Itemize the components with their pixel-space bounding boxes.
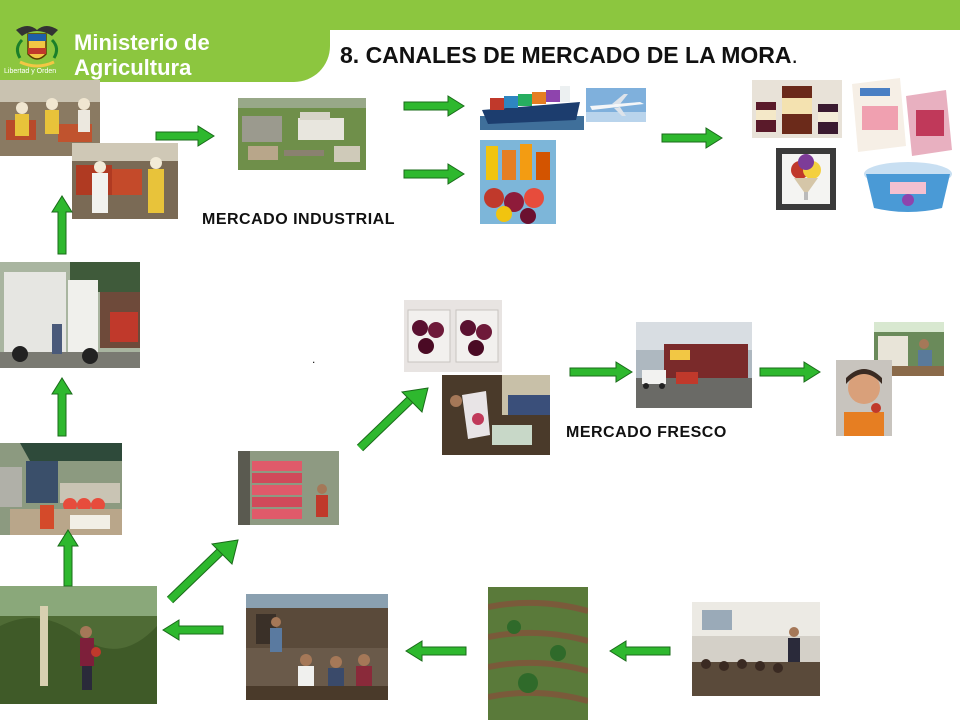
photo-training-class — [692, 602, 820, 696]
photo-hillside-farmer — [0, 586, 157, 704]
photo-farmer-meeting — [246, 594, 388, 700]
arrow-icon — [155, 125, 215, 147]
logo-caption: Libertad y Orden — [4, 68, 57, 75]
stray-mark: . — [312, 352, 316, 366]
photo-juices-jams — [480, 140, 556, 224]
photo-ice-cream — [776, 148, 836, 210]
page-title: 8. CANALES DE MERCADO DE LA MORA. — [340, 42, 798, 69]
photo-processing-line — [72, 143, 178, 219]
arrow-icon — [403, 95, 465, 117]
arrow-icon — [51, 377, 73, 437]
arrow-icon — [403, 163, 465, 185]
photo-packaged-products — [846, 76, 956, 160]
photo-factory-aerial — [238, 98, 366, 170]
arrow-icon — [166, 539, 239, 604]
photo-crates — [238, 451, 339, 525]
photo-cargo-ship — [480, 80, 584, 130]
label-fresh-market: MERCADO FRESCO — [566, 424, 727, 441]
photo-collection-center — [0, 443, 122, 535]
arrow-icon — [51, 195, 73, 255]
label-industrial-market: MERCADO INDUSTRIAL — [202, 211, 395, 228]
ministry-header: Libertad y Orden Ministerio de Agricultu… — [0, 0, 330, 105]
photo-packing-berries — [442, 375, 550, 455]
arrow-icon — [609, 640, 671, 662]
coat-of-arms-icon — [8, 24, 66, 76]
photo-truck — [0, 262, 140, 368]
page-title-suffix: . — [791, 42, 798, 68]
ministry-name: Ministerio de Agricultura y Desarrollo R… — [74, 30, 330, 105]
photo-market-building — [636, 322, 752, 408]
arrow-icon — [405, 640, 467, 662]
photo-yogurt — [860, 160, 956, 214]
arrow-icon — [661, 127, 723, 149]
arrow-icon — [57, 529, 79, 587]
arrow-icon — [356, 387, 429, 452]
photo-jam-jars — [752, 80, 842, 138]
photo-airplane — [586, 88, 646, 122]
arrow-icon — [569, 361, 633, 383]
ministry-line-2: y Desarrollo Rural — [74, 80, 264, 105]
arrow-icon — [759, 361, 821, 383]
page-title-text: 8. CANALES DE MERCADO DE LA MORA — [340, 42, 792, 68]
photo-blackberries — [404, 300, 502, 372]
ministry-line-1: Ministerio de Agricultura — [74, 30, 210, 80]
photo-consumer — [836, 360, 892, 436]
photo-planting-rows — [488, 587, 588, 720]
arrow-icon — [162, 619, 224, 641]
